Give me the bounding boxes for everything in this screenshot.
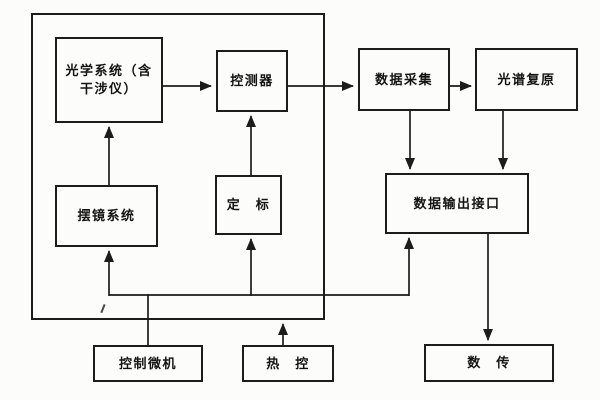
node-label: 数据输出接口 [413, 195, 501, 211]
node-detector: 控测器 [216, 50, 288, 112]
node-calibration: 定 标 [215, 175, 282, 235]
node-label: 数 传 [467, 355, 511, 371]
node-control-computer: 控制微机 [93, 345, 203, 382]
node-label: 控制微机 [118, 355, 177, 371]
node-scan-mirror-system: 摆镜系统 [55, 185, 158, 247]
node-optical-system: 光学系统（含 干涉仪） [55, 37, 163, 123]
node-instrument-enclosure [31, 13, 325, 320]
node-data-output-interface: 数据输出接口 [385, 173, 529, 234]
node-thermal-control: 热 控 [242, 345, 334, 382]
node-spectrum-recovery: 光谱复原 [475, 48, 578, 111]
node-data-acquisition: 数据采集 [358, 48, 450, 111]
node-label: 定 标 [226, 197, 271, 213]
node-label: 光学系统（含 干涉仪） [65, 63, 153, 96]
node-label: 数据采集 [374, 71, 433, 87]
node-data-transmission: 数 传 [424, 344, 554, 382]
node-label: 控测器 [230, 73, 274, 89]
node-label: 热 控 [266, 355, 310, 371]
node-label: 光谱复原 [497, 71, 556, 87]
node-label: 摆镜系统 [77, 208, 136, 224]
